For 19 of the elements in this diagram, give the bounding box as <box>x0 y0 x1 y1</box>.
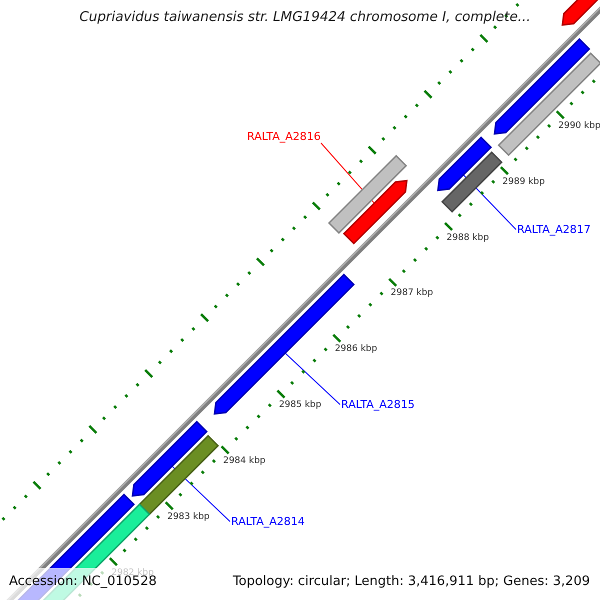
gene-feature <box>342 179 408 245</box>
tick-label: 2985 kbp <box>278 400 322 410</box>
tick-label: 2983 kbp <box>167 512 210 522</box>
accession-text: Accession: NC_010528 <box>9 574 157 589</box>
tick-label: 2989 kbp <box>502 176 545 187</box>
gene-feature <box>131 420 208 497</box>
leader-line <box>284 352 340 405</box>
tick-label: 2987 kbp <box>390 288 434 298</box>
tick-label: 2990 kbp <box>558 120 600 131</box>
tick-label: 2984 kbp <box>223 456 266 466</box>
gene-label: RALTA_A2815 <box>341 398 415 411</box>
gene-label: RALTA_A2817 <box>517 223 591 236</box>
tick-label: 2986 kbp <box>334 344 378 354</box>
gene-label: RALTA_A2816 <box>247 130 321 143</box>
genome-info-text: Topology: circular; Length: 3,416,911 bp; Genes: 3,209 <box>232 574 590 589</box>
gene-feature <box>436 136 492 192</box>
gene-label: RALTA_A2814 <box>231 515 305 528</box>
tick-label: 2988 kbp <box>446 232 489 242</box>
title: Cupriavidus taiwanensis str. LMG19424 chromosome I, complete... <box>78 9 532 25</box>
